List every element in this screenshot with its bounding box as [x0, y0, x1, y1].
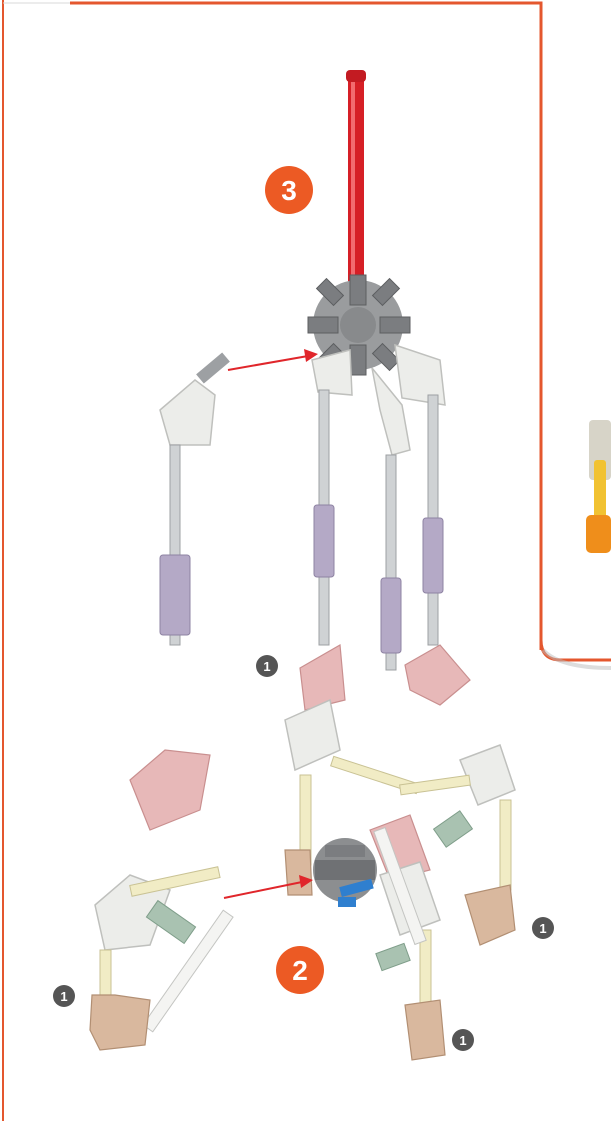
upper-white-connectors: [160, 345, 445, 455]
sub-step-number: 1: [60, 989, 67, 1004]
sub-step-number: 1: [263, 659, 270, 674]
upper-left-rod: [196, 352, 230, 383]
page-frame: [3, 0, 541, 1121]
step-badge-2: 2: [276, 946, 324, 994]
sub-step-number: 1: [539, 921, 546, 936]
red-rod: [346, 70, 366, 300]
sub-step-number: 1: [459, 1033, 466, 1048]
step-number-3: 3: [281, 175, 297, 206]
sub-step-callout-right: 1: [532, 917, 554, 939]
center-hub-connector: [313, 838, 377, 907]
sub-step-callout-left: 1: [53, 985, 75, 1007]
red-arrow-icon: [228, 349, 318, 370]
step-badge-3: 3: [265, 166, 313, 214]
sub-step-callout-bottom: 1: [452, 1029, 474, 1051]
inset-panel: [541, 320, 611, 668]
lilac-connectors: [160, 505, 443, 653]
sub-step-callout-upper: 1: [256, 655, 278, 677]
step-number-2: 2: [292, 955, 308, 986]
